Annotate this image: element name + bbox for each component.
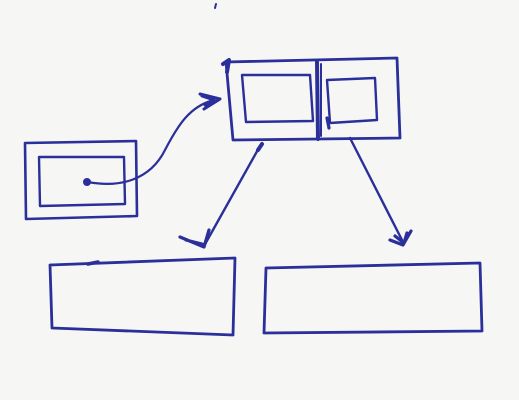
edge-top-to-bottom-left bbox=[178, 142, 264, 249]
edge-top-to-bottom-right bbox=[348, 136, 413, 247]
arrow-tail-blot bbox=[256, 142, 264, 152]
source-box-outer bbox=[23, 139, 139, 221]
bottom-right-box bbox=[262, 261, 484, 335]
bottom-right-box-outline bbox=[262, 261, 484, 335]
source-box bbox=[23, 139, 139, 221]
arrowhead-icon bbox=[178, 228, 211, 249]
top-box bbox=[221, 56, 402, 142]
arrowhead-icon bbox=[198, 92, 222, 111]
edge-line bbox=[86, 98, 216, 185]
top-box-blot bbox=[221, 58, 231, 74]
bottom-left-box-blot bbox=[86, 260, 100, 266]
source-inner-box bbox=[37, 155, 127, 208]
top-box-outer bbox=[224, 56, 402, 142]
top-box-divider bbox=[315, 60, 320, 141]
bottom-left-box-outline bbox=[48, 256, 237, 337]
arrowhead-icon bbox=[388, 229, 413, 247]
edge-line bbox=[348, 136, 404, 242]
top-inner-right-box bbox=[325, 76, 379, 125]
edge-source-to-top bbox=[86, 92, 222, 185]
stray-ink-mark bbox=[214, 3, 217, 9]
edge-line bbox=[202, 144, 262, 248]
bottom-left-box bbox=[48, 256, 237, 337]
top-inner-right-tick bbox=[325, 116, 331, 130]
top-inner-left-box bbox=[240, 73, 315, 124]
